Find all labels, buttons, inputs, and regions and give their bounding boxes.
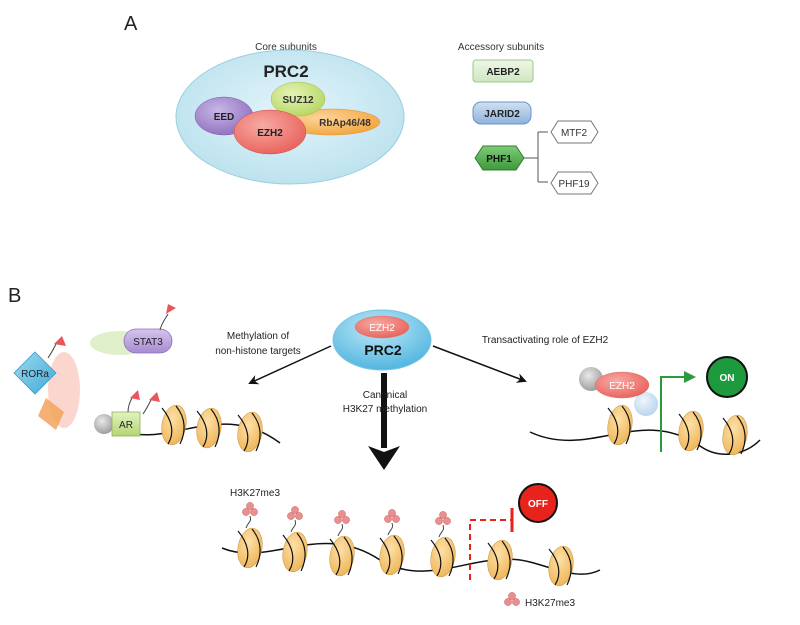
nucleosome [329, 510, 355, 577]
nucleosome [678, 410, 704, 452]
canonical-label-1: Canonical [363, 390, 407, 401]
off-label: OFF [528, 499, 548, 510]
histone-tail [337, 523, 343, 537]
rora-label: RORa [21, 369, 49, 380]
core-subunits-heading: Core subunits [255, 42, 317, 53]
methyl-legend-icon [504, 592, 520, 606]
rora-diamond [13, 351, 57, 395]
activation-arrow [660, 371, 696, 452]
eed-label: EED [214, 112, 235, 123]
panel-b: B EZH2 PRC2 Methylation of non-histone t… [8, 285, 761, 609]
rora-flag [54, 336, 66, 346]
ezh2-oval-right [594, 371, 650, 399]
h3k27me3-legend-label: H3K27me3 [525, 598, 575, 609]
ar-flag-1 [130, 390, 140, 400]
nucleosome [430, 511, 456, 578]
ezh2-label-b: EZH2 [369, 323, 395, 334]
nucleosome [237, 502, 263, 569]
phf19-box [550, 171, 599, 195]
nucleosome [487, 539, 513, 581]
canonical-label-2: H3K27 methylation [343, 404, 428, 415]
prc2-label-b: PRC2 [364, 342, 402, 358]
mtf2-label: MTF2 [561, 128, 588, 139]
jarid2-box [472, 101, 532, 125]
nucleosome [722, 414, 748, 456]
ezh2-oval-b [354, 315, 410, 339]
aebp2-box [472, 59, 534, 83]
nucleosome [196, 407, 222, 449]
rbap46-48-label: RbAp46/48 [319, 118, 371, 129]
off-badge [518, 483, 558, 523]
stat3-label: STAT3 [133, 337, 163, 348]
arrow-to-nonhistone [248, 345, 332, 385]
ar-label: AR [119, 420, 133, 431]
nucleosome [237, 411, 263, 453]
repressed-nucleosome-group [237, 502, 574, 587]
prc2-label: PRC2 [263, 62, 308, 81]
ezh2-label-right: EZH2 [609, 381, 635, 392]
nucleosome [282, 506, 308, 573]
histone-tail [387, 522, 393, 536]
stat3-flag [166, 304, 176, 314]
repression-line [469, 519, 512, 580]
stat3-box [123, 328, 173, 354]
dna-bottom [221, 542, 601, 575]
nucleosome [548, 545, 574, 587]
phf19-label: PHF19 [558, 179, 590, 190]
on-badge [706, 356, 748, 398]
h3k27me3-mark [334, 510, 350, 524]
nonhistone-label-2: non-histone targets [215, 346, 301, 357]
transactivating-label: Transactivating role of EZH2 [482, 335, 609, 346]
panel-b-letter: B [8, 285, 21, 307]
suz12-subunit [270, 81, 326, 117]
h3k27me3-mark [287, 506, 303, 520]
coactivator-blue [634, 392, 658, 416]
panel-a: A Core subunits PRC2 RbAp46/48 SUZ12 EED… [124, 13, 599, 195]
rora-partner-diamond [38, 398, 64, 430]
phf1-label: PHF1 [486, 154, 512, 165]
jarid2-label: JARID2 [484, 109, 520, 120]
ezh2-label: EZH2 [257, 128, 283, 139]
accessory-subunits-heading: Accessory subunits [458, 42, 544, 53]
nonhistone-label-1: Methylation of [227, 331, 289, 342]
nucleosome [379, 509, 405, 576]
panel-a-letter: A [124, 13, 138, 35]
ar-box [111, 411, 141, 437]
suz12-label: SUZ12 [282, 95, 314, 106]
h3k27me3-mark [435, 511, 451, 525]
histone-tail [438, 524, 444, 538]
nucleosome [607, 404, 633, 446]
histone-tail [245, 515, 251, 529]
aebp2-label: AEBP2 [486, 67, 520, 78]
mtf2-box [550, 120, 599, 144]
h3k27me3-mark [384, 509, 400, 523]
coactivator-grey [94, 414, 114, 434]
arrow-to-transactivation [432, 345, 527, 383]
on-label: ON [720, 373, 735, 384]
ar-flag-2 [149, 392, 160, 402]
h3k27me3-mark [242, 502, 258, 516]
arrow-canonical-head [368, 446, 400, 470]
phf-bracket [524, 131, 548, 183]
nucleosome [161, 404, 187, 446]
h3k27me3-label-top: H3K27me3 [230, 488, 280, 499]
histone-tail [290, 519, 296, 533]
ezh2-subunit [233, 109, 307, 155]
